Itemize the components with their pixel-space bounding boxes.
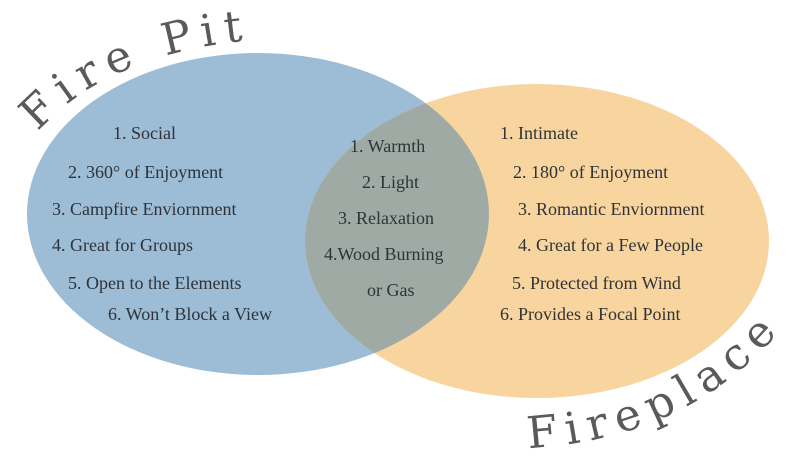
center-item: 2. Light (362, 172, 419, 192)
center-item: 3. Relaxation (338, 208, 434, 228)
left-item: 5. Open to the Elements (68, 273, 241, 293)
right-item: 2. 180° of Enjoyment (513, 162, 668, 182)
center-item: 1. Warmth (350, 136, 425, 156)
right-item: 3. Romantic Enviornment (518, 199, 704, 219)
left-item: 4. Great for Groups (52, 235, 193, 255)
left-item: 6. Won’t Block a View (108, 304, 272, 324)
left-item: 2. 360° of Enjoyment (68, 162, 223, 182)
right-item: 5. Protected from Wind (512, 273, 681, 293)
left-item: 1. Social (113, 123, 176, 143)
left-item: 3. Campfire Enviornment (52, 199, 236, 219)
right-item: 4. Great for a Few People (518, 235, 703, 255)
center-item: or Gas (367, 280, 415, 300)
overlap-region (305, 84, 489, 375)
right-item: 6. Provides a Focal Point (500, 304, 681, 324)
center-item: 4.Wood Burning (324, 244, 444, 264)
right-item: 1. Intimate (500, 123, 578, 143)
